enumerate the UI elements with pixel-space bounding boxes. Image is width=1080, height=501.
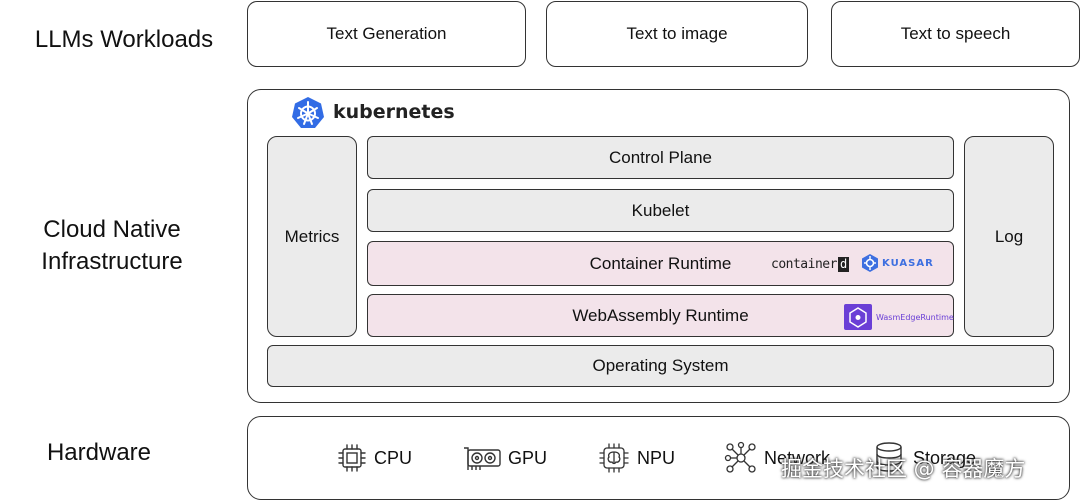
wasmedge-logo-text: WasmEdgeRuntime bbox=[876, 312, 954, 322]
layer-label-hardware: Hardware bbox=[46, 439, 152, 466]
wasmedge-logo: WasmEdgeRuntime bbox=[844, 304, 954, 330]
storage-icon bbox=[876, 442, 902, 472]
layer-label-workloads: LLMs Workloads bbox=[34, 26, 214, 53]
workload-text-to-image: Text to image bbox=[546, 1, 808, 67]
kuasar-logo-text: KUASAR bbox=[882, 257, 934, 269]
hardware-npu: NPU bbox=[597, 440, 675, 476]
kubelet-bar: Kubelet bbox=[367, 189, 954, 232]
control-plane-bar: Control Plane bbox=[367, 136, 954, 179]
hardware-npu-label: NPU bbox=[637, 447, 676, 468]
containerd-logo-text: container bbox=[771, 256, 837, 272]
hardware-storage: Storage bbox=[873, 440, 976, 476]
kubernetes-icon bbox=[292, 97, 324, 128]
layer-label-cloud-line1: Cloud Native bbox=[43, 216, 181, 243]
kubernetes-title: kubernetes bbox=[333, 101, 455, 123]
layer-label-cloud-native: Cloud Native Infrastructure bbox=[6, 214, 218, 278]
hardware-gpu-label: GPU bbox=[508, 447, 548, 468]
hardware-container bbox=[247, 416, 1070, 500]
log-panel: Log bbox=[964, 136, 1054, 337]
metrics-panel: Metrics bbox=[267, 136, 357, 337]
container-runtime-label: Container Runtime bbox=[589, 253, 732, 273]
cpu-icon bbox=[338, 444, 366, 472]
containerd-logo: container d bbox=[771, 255, 849, 273]
gpu-icon bbox=[464, 447, 501, 470]
containerd-logo-d: d bbox=[837, 256, 849, 272]
webassembly-runtime-label: WebAssembly Runtime bbox=[572, 305, 749, 325]
hardware-gpu: GPU bbox=[462, 440, 547, 476]
operating-system-bar: Operating System bbox=[267, 345, 1054, 387]
workload-text-to-speech: Text to speech bbox=[831, 1, 1080, 67]
hardware-network-label: Network bbox=[764, 447, 831, 468]
webassembly-runtime-bar: WebAssembly Runtime WasmEdgeRuntime bbox=[367, 294, 954, 337]
workload-text-generation: Text Generation bbox=[247, 1, 526, 67]
hardware-storage-label: Storage bbox=[913, 447, 977, 468]
watermark: 掘金技术社区 @ 容器魔方 bbox=[781, 457, 1026, 481]
hardware-network: Network bbox=[724, 440, 830, 476]
wasmedge-icon bbox=[844, 304, 872, 330]
container-runtime-bar: Container Runtime container d KUASAR bbox=[367, 241, 954, 286]
layer-label-cloud-line2: Infrastructure bbox=[41, 248, 183, 275]
kuasar-logo: KUASAR bbox=[860, 253, 934, 273]
kubernetes-logo bbox=[291, 96, 325, 130]
npu-icon bbox=[599, 443, 629, 473]
network-icon bbox=[724, 441, 756, 473]
hardware-cpu-label: CPU bbox=[374, 447, 413, 468]
kuasar-icon bbox=[862, 254, 878, 272]
hardware-cpu: CPU bbox=[336, 440, 412, 476]
